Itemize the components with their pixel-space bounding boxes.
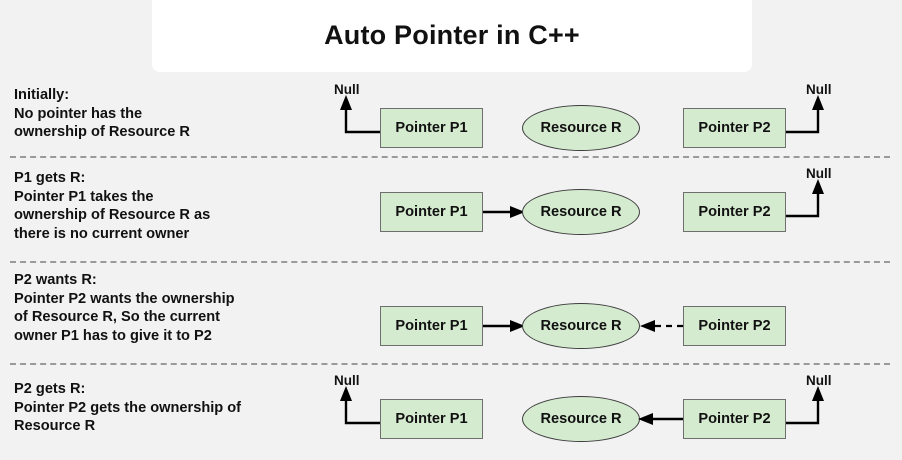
title-panel: Auto Pointer in C++ <box>152 0 752 72</box>
row-desc-line: No pointer has the <box>14 105 143 122</box>
null-arrow-p2 <box>785 95 824 134</box>
row-description-p1-gets-r: P1 gets R: Pointer P1 takes the ownershi… <box>14 169 344 243</box>
ownership-arrow-p2-to-resource <box>638 413 683 425</box>
resource-r-node: Resource R <box>522 105 640 151</box>
pointer-p2-node: Pointer P2 <box>683 306 786 346</box>
resource-r-node: Resource R <box>522 189 640 235</box>
pointer-p1-node: Pointer P1 <box>380 306 483 346</box>
row-heading: P2 wants R: <box>14 272 97 288</box>
request-arrow-p2-to-resource <box>640 320 683 332</box>
row-heading: P2 gets R: <box>14 381 86 397</box>
row-separator <box>10 363 890 365</box>
row-description-initially: Initially: No pointer has the ownership … <box>14 86 344 142</box>
null-label-p2: Null <box>806 82 832 97</box>
pointer-p2-node: Pointer P2 <box>683 192 786 232</box>
row-desc-line: Pointer P2 wants the ownership <box>14 290 235 307</box>
null-label-p2: Null <box>806 373 832 388</box>
row-separator <box>10 261 890 263</box>
row-initially: Initially: No pointer has the ownership … <box>0 0 902 156</box>
pointer-p2-node: Pointer P2 <box>683 399 786 439</box>
row-desc-line: owner P1 has to give it to P2 <box>14 327 212 344</box>
row-description-p2-gets-r: P2 gets R: Pointer P2 gets the ownership… <box>14 380 344 436</box>
row-heading: Initially: <box>14 87 70 103</box>
pointer-p1-node: Pointer P1 <box>380 192 483 232</box>
row-p1-gets-r: P1 gets R: Pointer P1 takes the ownershi… <box>0 156 902 261</box>
resource-r-node: Resource R <box>522 303 640 349</box>
row-heading: P1 gets R: <box>14 170 86 186</box>
row-desc-line: Resource R <box>14 418 96 435</box>
row-desc-line: ownership of Resource R as <box>14 207 211 224</box>
pointer-p2-node: Pointer P2 <box>683 108 786 148</box>
row-separator <box>10 156 890 158</box>
null-label-p1: Null <box>334 82 360 97</box>
null-label-p1: Null <box>334 373 360 388</box>
row-desc-line: Pointer P2 gets the ownership of <box>14 399 242 416</box>
null-arrow-p2 <box>785 179 824 218</box>
row-p2-gets-r: P2 gets R: Pointer P2 gets the ownership… <box>0 363 902 460</box>
pointer-p1-node: Pointer P1 <box>380 399 483 439</box>
row-desc-line: Pointer P1 takes the <box>14 188 154 205</box>
row-desc-line: ownership of Resource R <box>14 124 190 141</box>
resource-r-node: Resource R <box>522 396 640 442</box>
row-desc-line: there is no current owner <box>14 225 190 242</box>
null-arrow-p2 <box>785 386 824 425</box>
row-description-p2-wants-r: P2 wants R: Pointer P2 wants the ownersh… <box>14 271 344 345</box>
row-desc-line: of Resource R, So the current <box>14 309 220 326</box>
pointer-p1-node: Pointer P1 <box>380 108 483 148</box>
page-title: Auto Pointer in C++ <box>324 19 580 50</box>
row-p2-wants-r: P2 wants R: Pointer P2 wants the ownersh… <box>0 261 902 363</box>
null-label-p2: Null <box>806 166 832 181</box>
